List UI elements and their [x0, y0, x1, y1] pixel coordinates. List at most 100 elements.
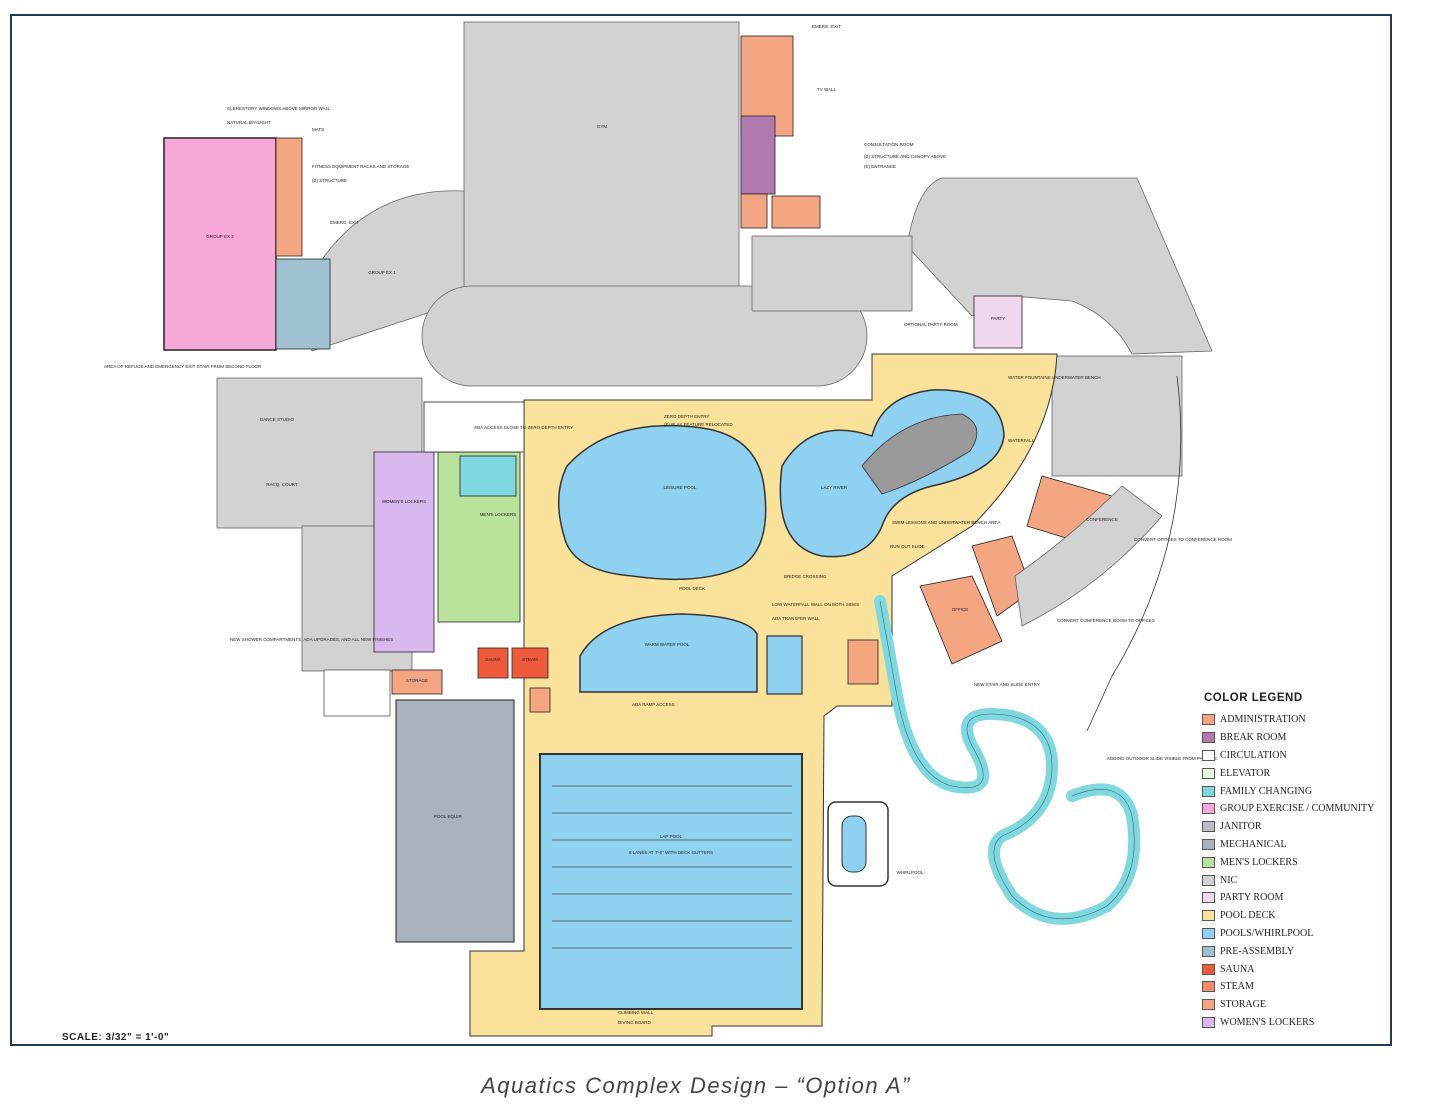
annotation-notes: CLERESTORY WINDOWS ABOVE MIRROR WALL NAT… [104, 24, 1232, 1025]
legend-swatch [1202, 838, 1215, 850]
note-bridge: BRIDGE CROSSING [784, 574, 827, 579]
legend-swatch [1202, 803, 1215, 815]
legend-swatch [1202, 892, 1215, 904]
note-diving: DIVING BOARD [618, 1020, 652, 1025]
note-ada-ramp: ADA RAMP ACCESS [632, 702, 675, 707]
legend-label: PARTY ROOM [1220, 892, 1284, 904]
legend-item: CIRCULATION [1202, 747, 1382, 765]
pool-mechanical [395, 699, 515, 943]
note-fitness: FITNESS EQUIPMENT RACKS AND STORAGE [312, 164, 409, 169]
note-waterfall: WATERFALL [1008, 438, 1035, 443]
legend-title: COLOR LEGEND [1204, 692, 1303, 704]
legend-label: POOLS/WHIRLPOOL [1220, 927, 1314, 939]
legend-label: STORAGE [1220, 999, 1266, 1011]
legend-label: STEAM [1220, 981, 1254, 993]
note-swim-lessons: SWIM LESSONS AND UNDERWATER BENCH AREA [892, 520, 1000, 525]
room-label-party: PARTY [991, 316, 1006, 321]
party-room [973, 295, 1023, 349]
legend-swatch [1202, 749, 1215, 761]
floor-plan-drawing: GROUP EX 2 GYM GROUP EX 1 DANCE STUDIO R… [104, 21, 1232, 1037]
scale-label: SCALE: [62, 1032, 103, 1043]
room-label-lazy-river: LAZY RIVER [821, 485, 848, 490]
room-label-storage: STORAGE [406, 678, 428, 683]
note-consultation: CONSULTATION ROOM [864, 142, 914, 147]
legend-swatch [1202, 999, 1215, 1011]
room-label-leisure-pool: LEISURE POOL [663, 485, 697, 490]
legend-item: MEN'S LOCKERS [1202, 853, 1382, 871]
room-label-whirlpool: WHIRLPOOL [896, 870, 924, 875]
legend-swatch [1202, 945, 1215, 957]
note-natural-daylight: NATURAL DAYLIGHT [227, 120, 271, 125]
note-climbing: CLIMBING WALL [618, 1010, 654, 1015]
note-entrance: (E) ENTRANCE [864, 164, 896, 169]
legend-swatch [1202, 714, 1215, 726]
scale-note: SCALE: 3/32" = 1'-0" [62, 1032, 169, 1043]
legend-item: ELEVATOR [1202, 764, 1382, 782]
legend-item: STEAM [1202, 978, 1382, 996]
note-canopy: (E) STRUCTURE AND CANOPY ABOVE [864, 154, 946, 159]
lap-pool [539, 753, 803, 1010]
legend-item: WOMEN'S LOCKERS [1202, 1014, 1382, 1032]
legend-item: NIC [1202, 871, 1382, 889]
legend-swatch [1202, 856, 1215, 868]
note-new-stair: NEW STAIR AND SLIDE ENTRY [974, 682, 1040, 687]
room-label-sauna: SAUNA [485, 657, 501, 662]
note-ada-access: ADA ACCESS CLOSE TO ZERO DEPTH ENTRY [474, 425, 573, 430]
note-convert-conf: CONVERT CONFERENCE ROOM TO OFFICES [1057, 618, 1155, 623]
legend-item: JANITOR [1202, 818, 1382, 836]
legend-item: SAUNA [1202, 960, 1382, 978]
legend-label: FAMILY CHANGING [1220, 785, 1313, 797]
legend-swatch [1202, 963, 1215, 975]
legend-label: NIC [1220, 874, 1238, 886]
legend-label: MECHANICAL [1220, 838, 1287, 850]
legend-item: PARTY ROOM [1202, 889, 1382, 907]
room-label-gym: GYM [597, 124, 608, 129]
legend-label: PRE-ASSEMBLY [1220, 945, 1295, 957]
legend-label: ADMINISTRATION [1220, 714, 1306, 726]
legend-label: SAUNA [1220, 963, 1255, 975]
note-mats: MATS [312, 127, 324, 132]
legend-swatch [1202, 874, 1215, 886]
room-label-lap-lanes: 8 LANES AT 7'-0" WITH DECK GUTTERS [629, 850, 713, 855]
scale-value: 3/32" = 1'-0" [105, 1032, 170, 1043]
legend-swatch [1202, 1016, 1215, 1028]
legend-item: POOL DECK [1202, 907, 1382, 925]
legend-swatch [1202, 767, 1215, 779]
note-low-waterfall: LOW WATERFALL WALL ON BOTH SIDES [772, 602, 859, 607]
legend-swatch [1202, 981, 1215, 993]
legend-label: ELEVATOR [1220, 767, 1271, 779]
legend-list: ADMINISTRATION BREAK ROOM CIRCULATION EL… [1202, 711, 1382, 1031]
leisure-pool [557, 425, 767, 581]
note-emerg-exit-2: EMERG. EXIT [812, 24, 841, 29]
room-label-lap-pool: LAP POOL [660, 834, 683, 839]
legend-swatch [1202, 785, 1215, 797]
legend-label: MEN'S LOCKERS [1220, 856, 1298, 868]
note-water-fountains: WATER FOUNTAINS UNDERWATER BENCH [1008, 375, 1101, 380]
legend-swatch [1202, 732, 1215, 744]
room-label-womens-lockers: WOMEN'S LOCKERS [382, 499, 426, 504]
legend-item: FAMILY CHANGING [1202, 782, 1382, 800]
legend-item: POOLS/WHIRLPOOL [1202, 925, 1382, 943]
room-label-office: OFFICE [952, 607, 969, 612]
legend-item: ADMINISTRATION [1202, 711, 1382, 729]
room-label-dance: DANCE STUDIO [260, 417, 295, 422]
note-showers: NEW SHOWER COMPARTMENTS, ADA UPGRADES, A… [230, 637, 393, 642]
room-label-group-ex-1: GROUP EX 1 [368, 270, 396, 275]
legend-item: GROUP EXERCISE / COMMUNITY [1202, 800, 1382, 818]
legend-label: POOL DECK [1220, 910, 1276, 922]
floor-plan-frame: GROUP EX 2 GYM GROUP EX 1 DANCE STUDIO R… [10, 14, 1392, 1046]
room-label-racquetball: RACQ. COURT [266, 482, 298, 487]
room-label-mens-lockers: MEN'S LOCKERS [480, 512, 517, 517]
legend-label: GROUP EXERCISE / COMMUNITY [1220, 803, 1375, 815]
legend-swatch [1202, 821, 1215, 833]
figure-caption: Aquatics Complex Design – “Option A” [481, 1073, 911, 1098]
legend-label: CIRCULATION [1220, 749, 1287, 761]
note-refuge: AREA OF REFUGE AND EMERGENCY EXIT STAIR … [104, 364, 262, 369]
legend-label: JANITOR [1220, 821, 1262, 833]
color-legend: COLOR LEGEND ADMINISTRATION BREAK ROOM C… [1202, 692, 1382, 1031]
note-ada-transfer: ADA TRANSFER WALL [772, 616, 820, 621]
legend-item: PRE-ASSEMBLY [1202, 942, 1382, 960]
legend-swatch [1202, 910, 1215, 922]
note-emerg-exit-1: EMERG. EXIT [330, 220, 359, 225]
note-play-feature: (E) PLAY FEATURE RELOCATED [664, 422, 733, 427]
